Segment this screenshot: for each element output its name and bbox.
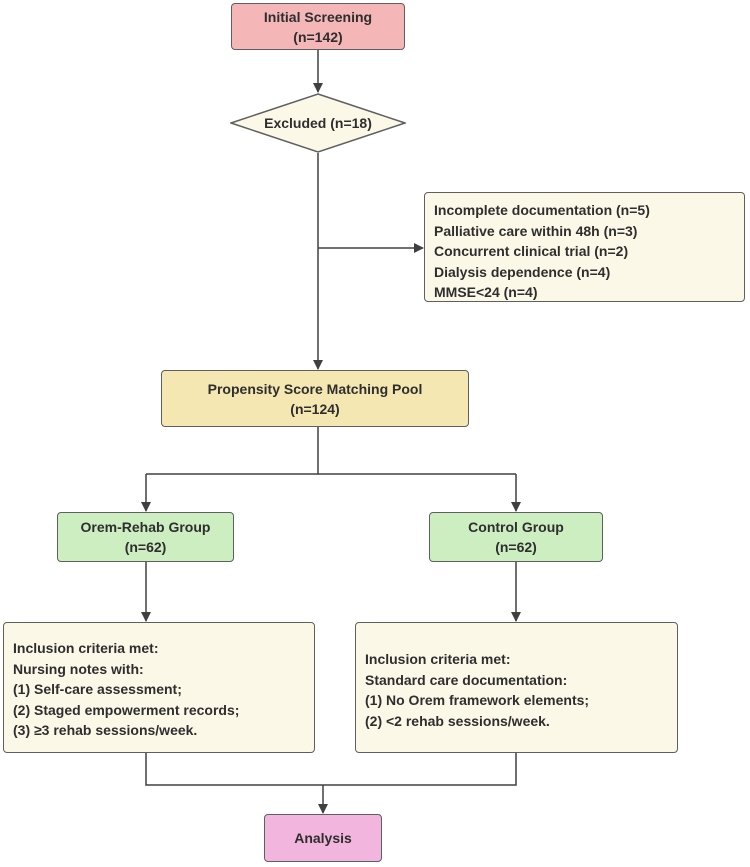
control-criteria-line: (2) <2 rehab sessions/week.	[365, 712, 550, 729]
orem-criteria-box: Inclusion criteria met: Nursing notes wi…	[3, 622, 315, 753]
excluded-label: Excluded (n=18)	[264, 115, 372, 131]
control-criteria-line: (1) No Orem framework elements;	[365, 692, 590, 708]
split-lines-from-pool	[146, 427, 319, 475]
orem-criteria-line: (3) ≥3 rehab sessions/week.	[13, 722, 198, 738]
analysis-box: Analysis	[264, 814, 382, 862]
exclusion-reason-item: Concurrent clinical trial (n=2)	[434, 243, 629, 259]
orem-criteria-line: Inclusion criteria met:	[13, 640, 159, 656]
orem-criteria-line: (2) Staged empowerment records;	[13, 701, 240, 718]
control-criteria-line: Inclusion criteria met:	[365, 651, 511, 667]
orem-criteria-line: Nursing notes with:	[13, 660, 144, 677]
psm-pool-box: Propensity Score Matching Pool (n=124)	[161, 370, 469, 427]
merge-lines-to-analysis	[145, 753, 517, 786]
exclusion-reason-item: MMSE<24 (n=4)	[434, 284, 538, 300]
exclusion-reasons-box: Incomplete documentation (n=5) Palliativ…	[424, 192, 745, 302]
control-criteria-box: Inclusion criteria met: Standard care do…	[355, 622, 678, 753]
orem-rehab-group-box: Orem-Rehab Group (n=62)	[57, 512, 234, 562]
exclusion-reason-item: Palliative care within 48h (n=3)	[434, 222, 638, 239]
control-criteria-line: Standard care documentation:	[365, 671, 568, 688]
initial-screening-title: Initial Screening	[263, 8, 373, 25]
exclusion-reason-item: Dialysis dependence (n=4)	[434, 263, 611, 280]
orem-group-title: Orem-Rehab Group	[80, 519, 211, 535]
diamond-shape	[230, 93, 406, 153]
orem-criteria-line: (1) Self-care assessment;	[13, 681, 182, 697]
control-group-count: (n=62)	[495, 539, 537, 555]
analysis-label: Analysis	[294, 830, 352, 846]
exclusion-reason-item: Incomplete documentation (n=5)	[434, 202, 650, 218]
orem-group-count: (n=62)	[124, 539, 167, 555]
control-group-box: Control Group (n=62)	[429, 512, 603, 562]
initial-screening-box: Initial Screening (n=142)	[231, 3, 405, 50]
excluded-diamond: Excluded (n=18)	[230, 93, 406, 153]
psm-pool-count: (n=124)	[290, 400, 340, 417]
control-group-title: Control Group	[468, 519, 564, 535]
initial-screening-count: (n=142)	[293, 28, 343, 45]
psm-pool-title: Propensity Score Matching Pool	[207, 380, 423, 397]
